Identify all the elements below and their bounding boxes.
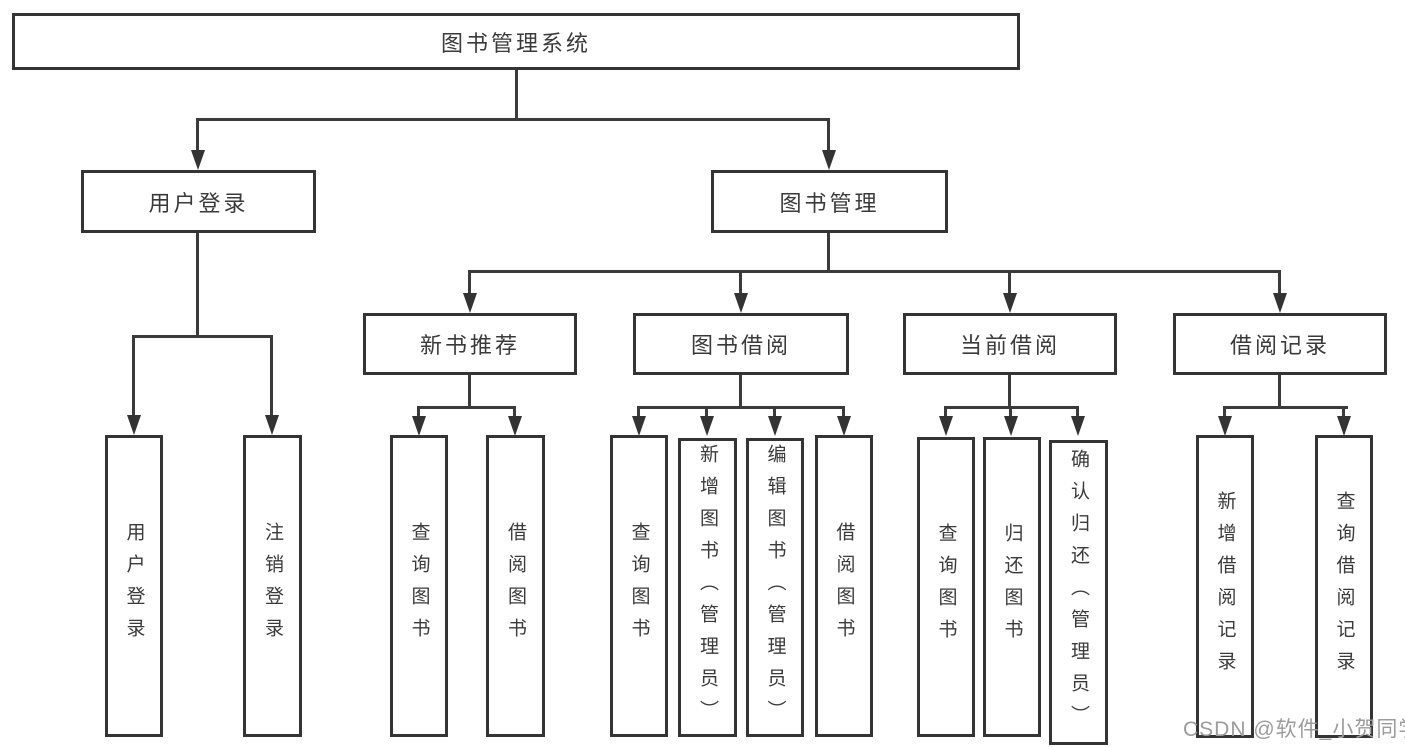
node-label: 图书借阅 (690, 333, 791, 358)
csdn-watermark: CSDN @软件_小贺同学 (1183, 718, 1405, 741)
connector-line (270, 337, 273, 417)
arrow-head-icon (463, 293, 477, 313)
connector-line (1342, 408, 1345, 420)
connector-line (1076, 408, 1079, 420)
node-label: 新书推荐 (419, 333, 520, 358)
connector-line (944, 406, 1079, 409)
arrow-head-icon (1218, 416, 1232, 436)
connector-line (739, 375, 742, 409)
arrow-head-icon (265, 415, 279, 435)
leaf-add-books-admin: 新增图书（管理员） (678, 438, 737, 737)
leaf-borrow-books-recommend: 借阅图书 (486, 435, 545, 737)
connector-line (513, 408, 516, 420)
node-library-management-system: 图书管理系统 (12, 13, 1020, 70)
connector-line (739, 272, 742, 296)
leaf-borrow-books-borrowing: 借阅图书 (815, 435, 873, 737)
connector-line (417, 408, 420, 420)
leaf-label: 查询图书 (935, 523, 957, 651)
arrow-head-icon (837, 416, 851, 436)
leaf-label: 编辑图书（管理员） (764, 443, 786, 732)
leaf-return-books: 归还图书 (983, 437, 1041, 737)
node-label: 图书管理 (779, 190, 880, 216)
node-label: 借阅记录 (1229, 333, 1330, 358)
arrow-head-icon (1071, 416, 1085, 436)
connector-line (1278, 272, 1281, 296)
leaf-query-borrow-record: 查询借阅记录 (1315, 435, 1373, 738)
leaf-query-books-recommend: 查询图书 (390, 435, 448, 737)
node-borrowing-records: 借阅记录 (1173, 313, 1387, 375)
node-new-book-recommendation: 新书推荐 (363, 313, 577, 375)
leaf-label: 新增借阅记录 (1214, 490, 1236, 683)
connector-line (196, 118, 830, 121)
arrow-head-icon (822, 150, 836, 170)
leaf-label: 归还图书 (1001, 523, 1023, 651)
connector-line (1223, 408, 1226, 420)
arrow-head-icon (191, 150, 205, 170)
arrow-head-icon (1337, 416, 1351, 436)
connector-line (1008, 272, 1011, 296)
arrow-head-icon (939, 416, 953, 436)
arrow-head-icon (700, 416, 714, 436)
connector-line (1278, 375, 1281, 409)
connector-line (637, 406, 845, 409)
arrow-head-icon (734, 293, 748, 313)
connector-line (132, 335, 273, 338)
leaf-add-borrow-record: 新增借阅记录 (1196, 435, 1254, 738)
leaf-query-books-current: 查询图书 (917, 437, 975, 737)
connector-line (842, 408, 845, 420)
connector-line (196, 233, 199, 337)
connector-line (827, 233, 830, 273)
leaf-label: 确认归还（管理员） (1068, 448, 1089, 737)
connector-line (468, 270, 1281, 273)
arrow-head-icon (1273, 293, 1287, 313)
leaf-query-books-borrowing: 查询图书 (610, 435, 668, 737)
leaf-label: 注销登录 (262, 522, 283, 650)
node-current-borrowing: 当前借阅 (903, 313, 1117, 375)
leaf-confirm-return-admin: 确认归还（管理员） (1049, 440, 1108, 745)
arrow-head-icon (1004, 416, 1018, 436)
connector-line (417, 406, 516, 409)
connector-line (132, 337, 135, 417)
connector-line (1008, 375, 1011, 409)
node-user-login: 用户登录 (81, 170, 316, 233)
arrow-head-icon (632, 416, 646, 436)
leaf-label: 查询借阅记录 (1333, 490, 1355, 683)
node-book-management: 图书管理 (711, 170, 948, 233)
connector-line (637, 408, 640, 420)
connector-line (196, 120, 199, 152)
connector-line (515, 70, 518, 120)
connector-line (705, 408, 708, 420)
connector-line (827, 120, 830, 152)
node-label: 图书管理系统 (440, 30, 591, 56)
connector-line (468, 375, 471, 409)
connector-line (1009, 408, 1012, 420)
node-label: 用户登录 (148, 190, 249, 216)
leaf-user-login: 用户登录 (105, 435, 163, 737)
leaf-edit-books-admin: 编辑图书（管理员） (746, 438, 804, 737)
leaf-label: 查询图书 (408, 522, 430, 650)
arrow-head-icon (508, 416, 522, 436)
node-label: 当前借阅 (959, 333, 1060, 358)
connector-line (1223, 406, 1348, 409)
leaf-label: 借阅图书 (833, 522, 855, 650)
connector-line (773, 408, 776, 420)
connector-line (468, 272, 471, 296)
connector-line (944, 408, 947, 420)
arrow-head-icon (127, 415, 141, 435)
leaf-logout: 注销登录 (243, 435, 302, 737)
arrow-head-icon (412, 416, 426, 436)
arrow-head-icon (768, 416, 782, 436)
leaf-label: 查询图书 (628, 522, 650, 650)
leaf-label: 新增图书（管理员） (697, 443, 718, 732)
leaf-label: 借阅图书 (505, 522, 526, 650)
arrow-head-icon (1003, 293, 1017, 313)
node-book-borrowing: 图书借阅 (633, 313, 849, 375)
leaf-label: 用户登录 (123, 522, 145, 650)
